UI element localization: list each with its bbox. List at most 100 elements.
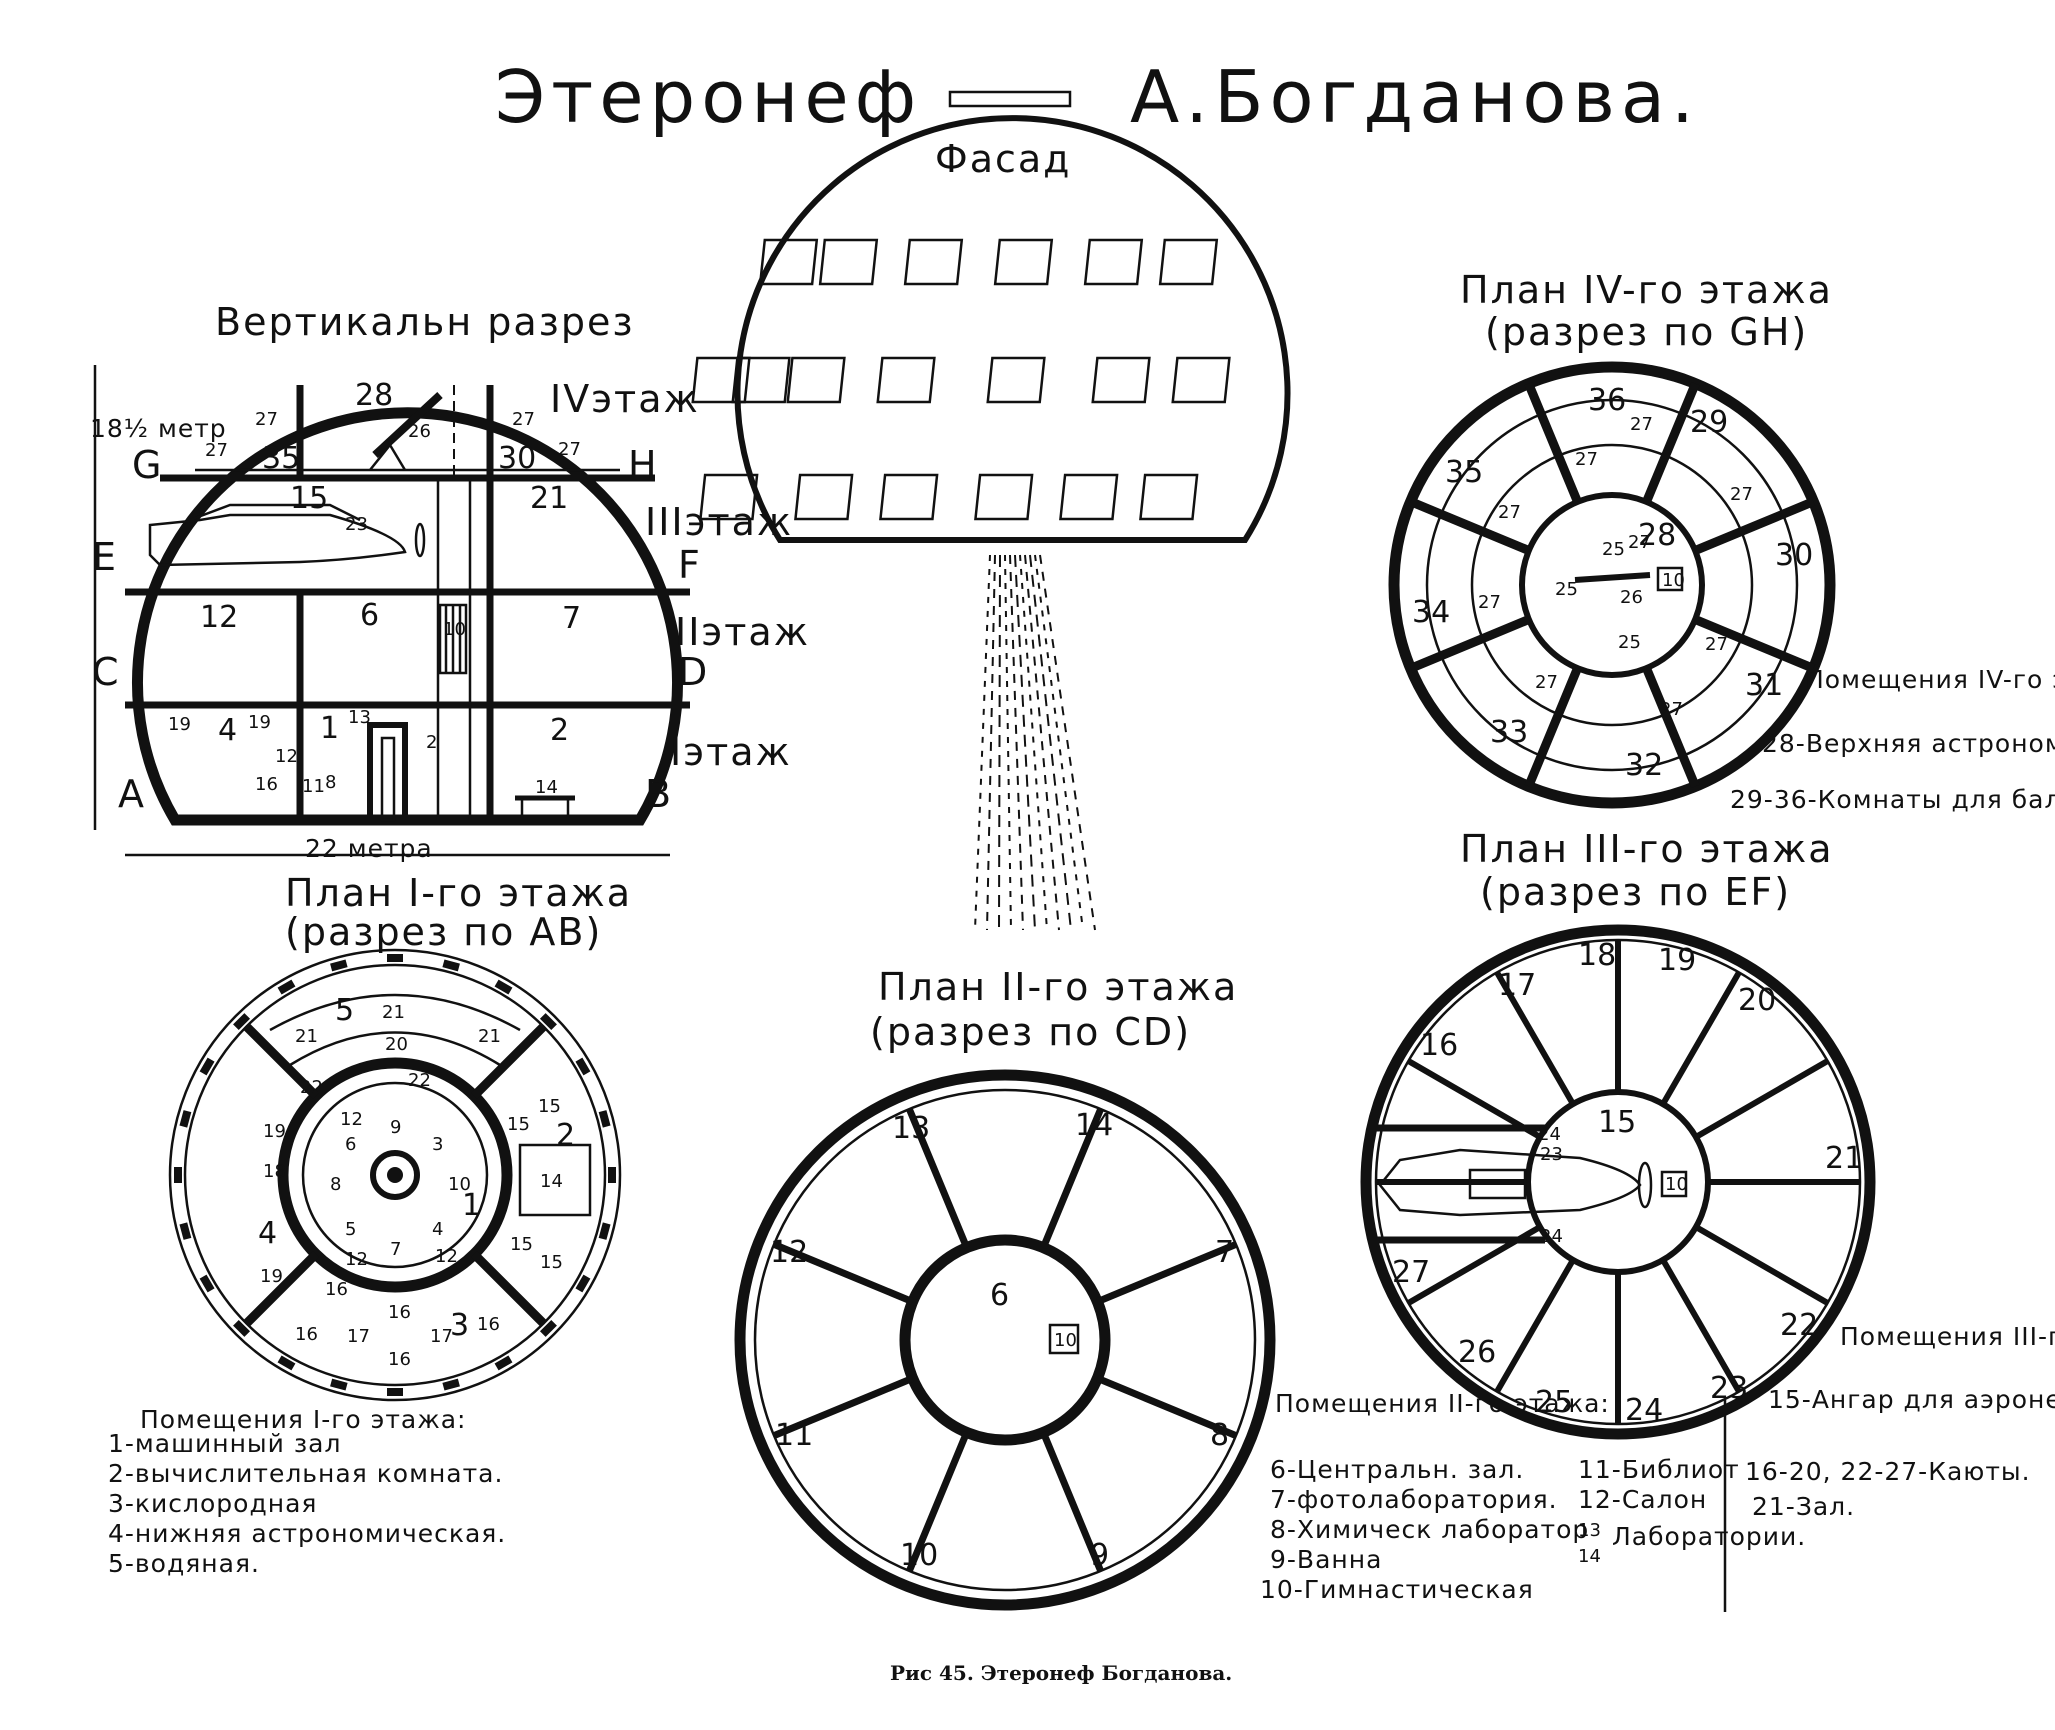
plan1-room-label: 10 [448,1174,471,1195]
plan3-room-label: 24 [1540,1226,1563,1247]
plan3-room-label: 23 [1710,1371,1748,1406]
section-room-label: 12 [200,600,238,635]
partition-wall [1660,1258,1742,1394]
plan-floor-2: План II-го этажа (разрез по CD) 13 14 7 … [734,965,1806,1612]
plan1-room-label: 20 [385,1034,408,1055]
partition-wall [1524,666,1582,789]
plan2-legend-item: Лаборатории. [1612,1522,1806,1551]
plan1-title: План I-го этажа [285,871,632,915]
section-room-label: 35 [262,441,300,476]
partition-wall [1494,970,1576,1106]
section-hull [132,407,683,826]
partition-wall [1040,1107,1104,1249]
plan1-room-label: 2 [556,1118,575,1153]
plan1-room-numbers: 5 21 21 21 20 22 22 2 15 15 14 15 15 19 … [258,993,575,1370]
section-room-label: 7 [562,601,581,636]
partition-wall [906,1431,970,1573]
partition-wall [1694,1224,1830,1306]
section-room-label: 27 [558,439,581,460]
partition-wall [1660,970,1742,1106]
plan3-room-label: 26 [1458,1335,1496,1370]
facade-window [818,238,879,286]
plan4-room-label: 10 [1662,570,1685,591]
exhaust-stream [998,554,1001,931]
plan1-room-label: 21 [295,1026,318,1047]
plan-floor-1: План I-го этажа (разрез по AB) 5 21 21 2… [108,871,632,1578]
section-room-label: 10 [443,619,466,640]
plan-floor-4: План IV-го этажа (разрез по GH) 36 29 30… [1388,268,2055,814]
plan3-room-label: 25 [1535,1385,1573,1420]
title-part2: А.Богданова. [1130,55,1700,139]
plan1-room-label: 5 [335,993,354,1028]
section-room-label: 28 [355,378,393,413]
plan1-legend-title: Помещения I-го этажа: [140,1405,466,1434]
plan4-subtitle: (разрез по GH) [1485,310,1808,354]
plan4-partitions [1408,381,1816,789]
partition-wall [772,1375,914,1439]
plan1-legend-item: 2-вычислительная комната. [108,1459,503,1488]
section-room-label: 21 [530,481,568,516]
rim-block [387,954,403,962]
plan3-subtitle: (разрез по EF) [1480,870,1791,914]
plan3-room-label: 10 [1665,1174,1688,1195]
rim-block [330,959,348,972]
plan1-room-label: 12 [345,1249,368,1270]
plan1-room-label: 9 [390,1117,401,1138]
plan3-title: План III-го этажа [1460,827,1834,871]
plan1-room-label: 16 [295,1324,318,1345]
plan2-room-label: 7 [1215,1235,1234,1270]
plan1-room-label: 3 [450,1308,469,1343]
plan1-room-label: 8 [330,1174,341,1195]
plan2-room-label: 6 [990,1278,1009,1313]
plan1-room-label: 21 [478,1026,501,1047]
plan3-room-label: 23 [1540,1144,1563,1165]
figure-caption: Рис 45. Этеронеф Богданова. [890,1661,1232,1685]
section-room-label: 6 [360,598,379,633]
plan2-partitions [772,1107,1238,1573]
section-height-label: 18½ метр [90,414,227,443]
partition-wall [1408,497,1531,555]
section-room-label: 8 [325,772,336,793]
partition-wall [1408,615,1531,673]
plan3-legend-title: Помещения III-го этажа: [1840,1322,2055,1351]
plan1-room-label: 19 [263,1121,286,1142]
exhaust-stream [974,554,991,931]
facade-window [731,356,791,404]
facade-window [758,238,819,286]
plan2-legend-item: 11-Библиот [1578,1455,1740,1484]
plan2-subtitle: (разрез по CD) [870,1010,1191,1054]
section-room-label: 19 [248,712,271,733]
plan1-legend-item: 4-нижняя астрономическая. [108,1519,506,1548]
floor-label-1: Iэтаж [670,730,792,774]
plan1-room-label: 5 [345,1219,356,1240]
plan1-subtitle: (разрез по AB) [285,910,602,954]
plan4-room-label: 35 [1445,455,1483,490]
plan2-title: План II-го этажа [878,965,1238,1009]
plan3-room-label: 22 [1780,1308,1818,1343]
plan1-room-label: 6 [345,1134,356,1155]
section-room-label: 30 [498,441,536,476]
plan2-room-label: 11 [775,1418,813,1453]
plan1-room-label: 4 [258,1216,277,1251]
plan3-room-label: 24 [1538,1124,1561,1145]
plan1-room-label: 17 [347,1326,370,1347]
partition-wall [1693,497,1816,555]
plan1-room-label: 15 [538,1096,561,1117]
plan1-room-label: 12 [435,1246,458,1267]
plan4-legend-item: 29-36-Комнаты для баллонов с минус-матер… [1730,785,2055,814]
vertical-section: Вертикальн разрез [90,300,808,863]
facade-window [1059,473,1119,521]
plan3-legend-item: 15-Ангар для аэронефа. [1768,1385,2055,1414]
section-room-label: 19 [168,714,191,735]
marker-f: F [678,543,702,587]
partition-wall [1406,1058,1542,1140]
exhaust-stream [1029,554,1072,931]
plan1-room-label: 17 [430,1326,453,1347]
plan2-room-label: 10 [1054,1330,1077,1351]
rim-block [179,1222,192,1240]
partition-wall [1642,666,1700,789]
plan2-room-label: 13 [892,1111,930,1146]
plan4-legend-title: Помещения IV-го этажа: [1805,665,2055,694]
rim-block [199,1274,215,1293]
